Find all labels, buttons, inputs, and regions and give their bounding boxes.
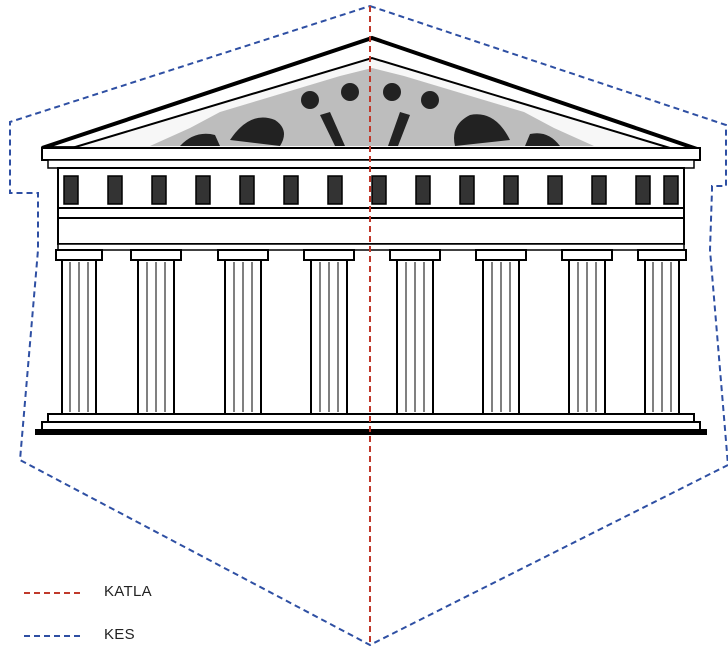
column (475, 249, 527, 415)
legend-label-katla: KATLA (104, 583, 152, 600)
column (55, 249, 103, 415)
legend-label-kes: KES (104, 626, 135, 643)
column (637, 249, 687, 415)
triglyphs (63, 175, 679, 205)
column (303, 249, 355, 415)
column (217, 249, 269, 415)
temple-facade (35, 35, 707, 435)
column (561, 249, 613, 415)
cut-outline (9, 4, 728, 647)
pediment-sculpture (150, 68, 594, 146)
column (389, 249, 441, 415)
column (130, 249, 182, 415)
